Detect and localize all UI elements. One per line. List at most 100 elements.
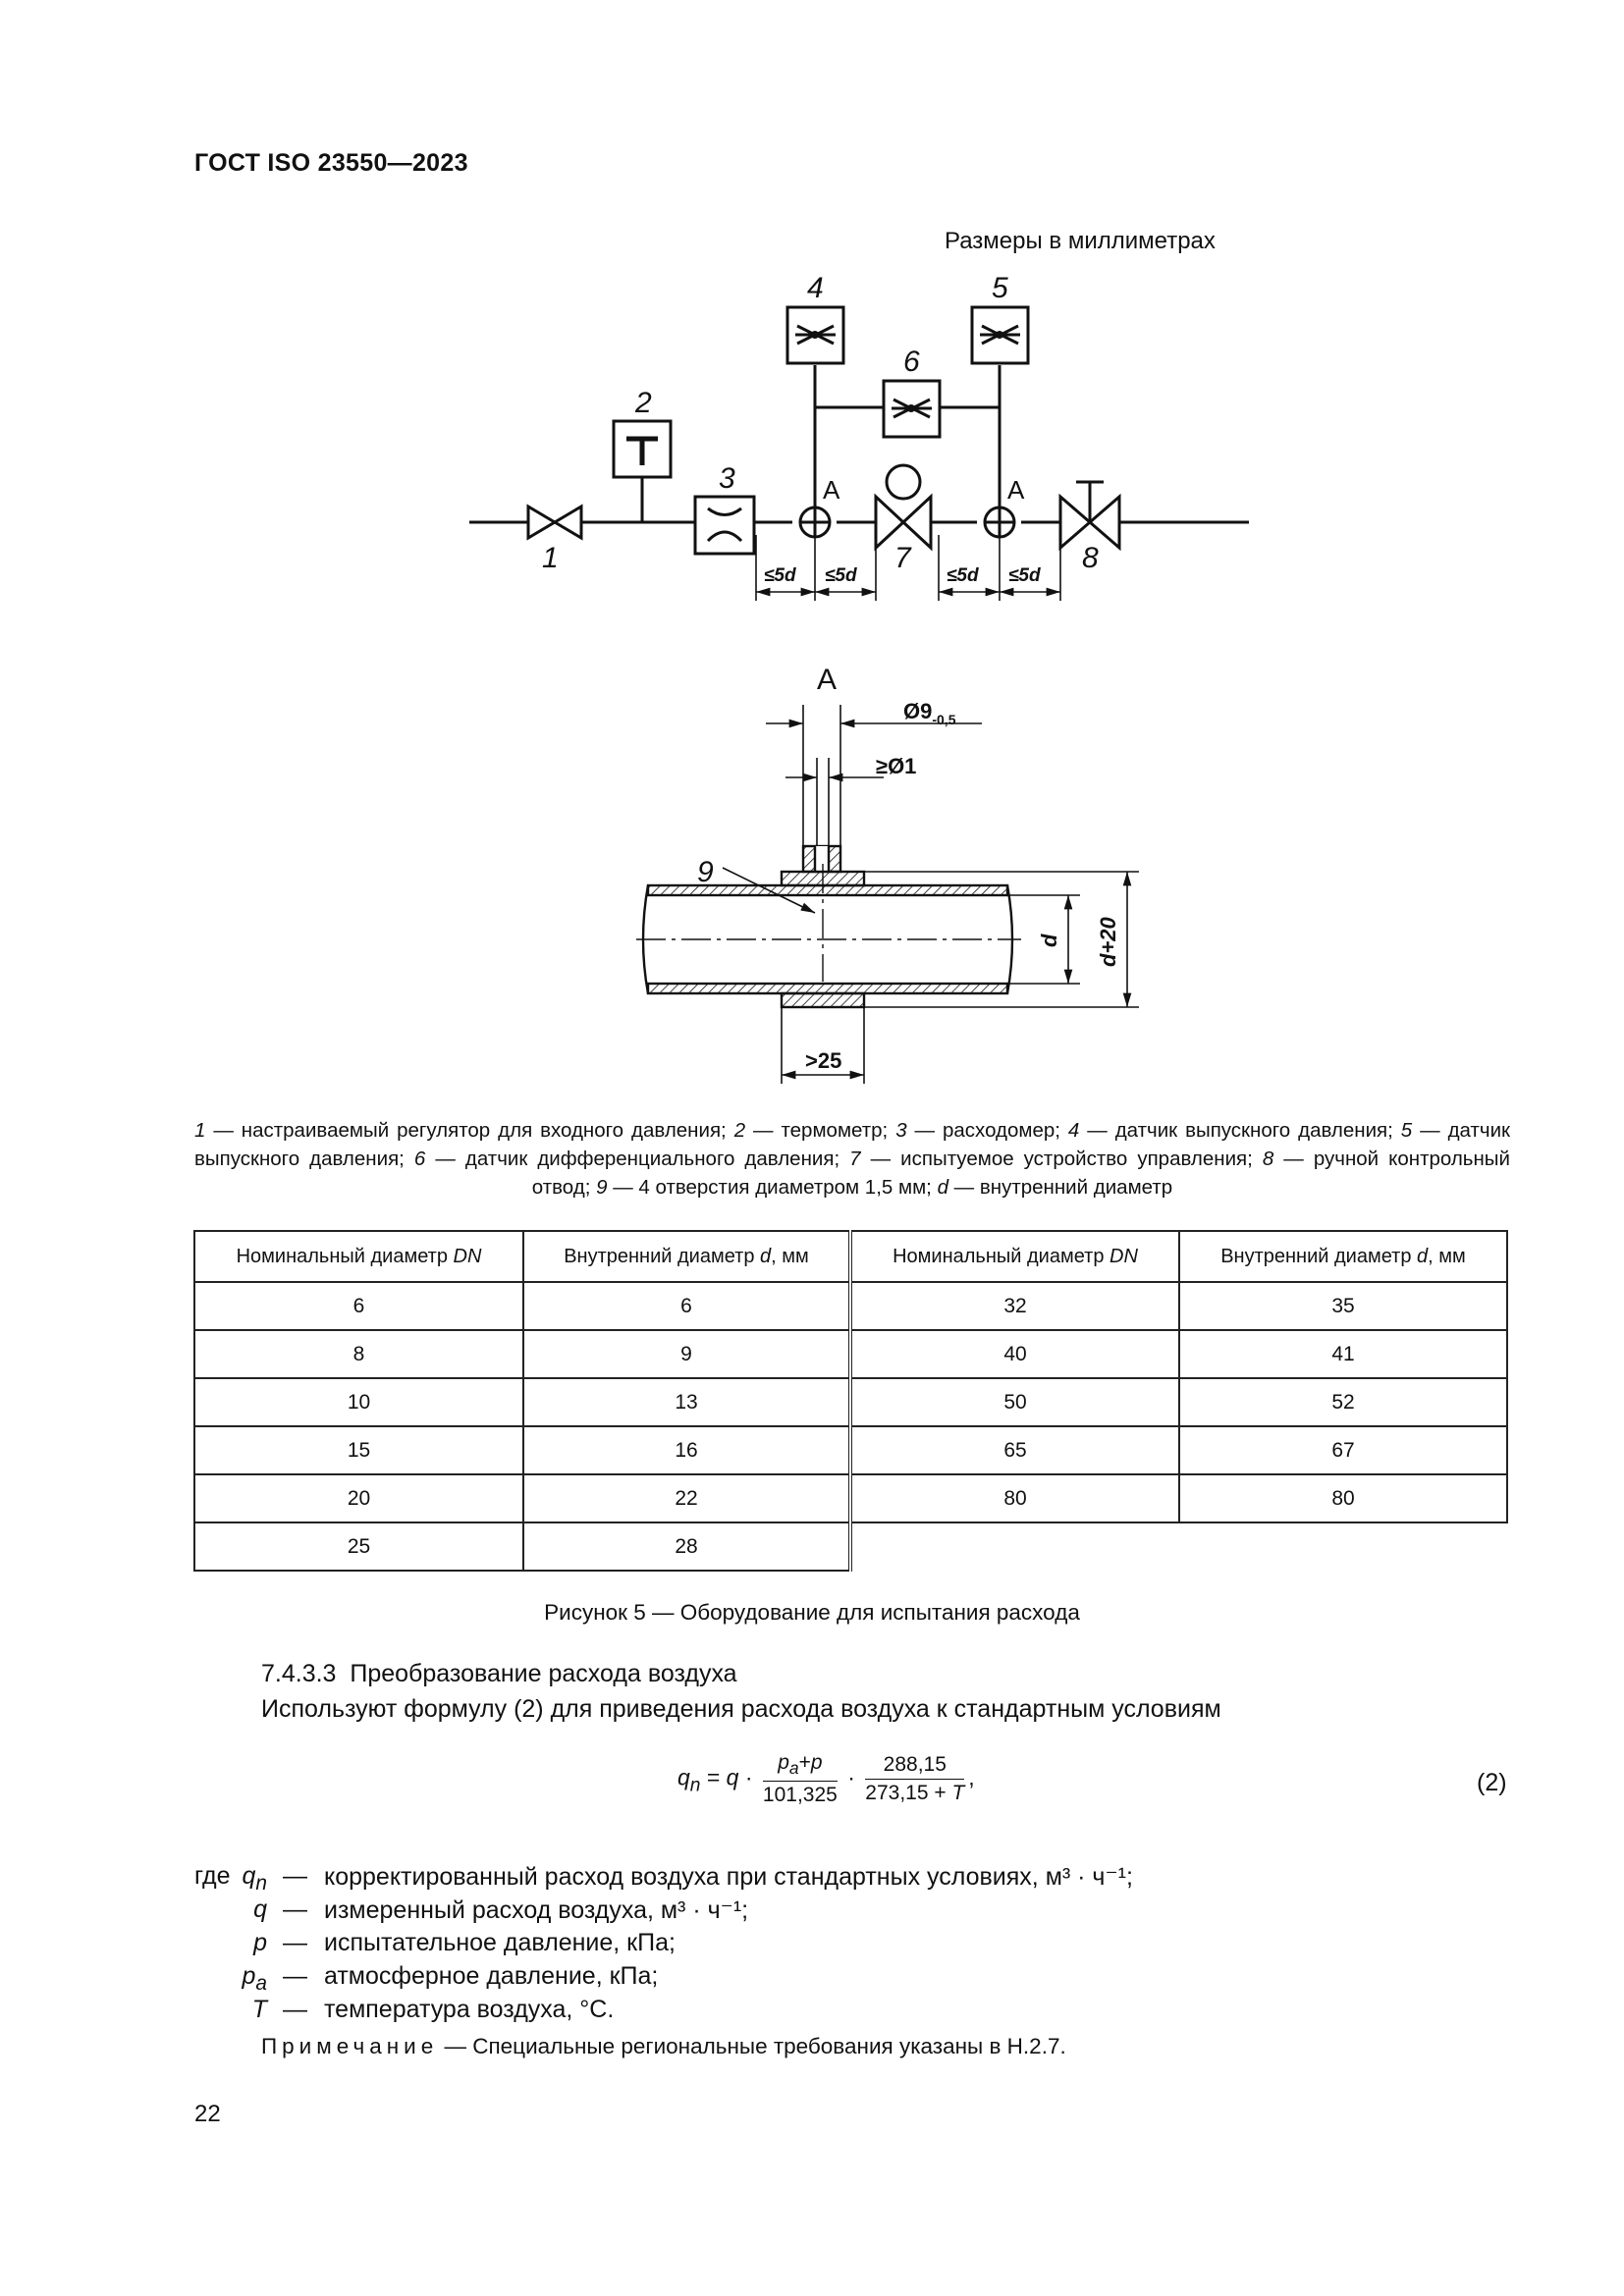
definition-dash: — (283, 1896, 307, 1923)
table-cell: 35 (1178, 1281, 1508, 1331)
variable-definitions: где qn — корректированный расход воздуха… (0, 1860, 1624, 2023)
table-cell: 8 (193, 1329, 524, 1379)
where-label: где (194, 1862, 231, 1890)
note: Примечание — Специальные региональные тр… (261, 2034, 1066, 2059)
legend-text: — термометр; (745, 1119, 896, 1142)
legend-text: — расходомер; (906, 1119, 1068, 1142)
definition-text: испытательное давление, кПа; (324, 1929, 676, 1956)
definition-dash: — (283, 1929, 307, 1956)
table-empty-cell (1179, 1522, 1507, 1571)
table-cell: 6 (193, 1281, 524, 1331)
legend-key: 8 (1262, 1148, 1274, 1170)
dim-5d-2: ≤5d (825, 565, 857, 586)
definition-dash: — (283, 1996, 307, 2023)
table-cell: 28 (522, 1522, 852, 1572)
table-cell: 32 (849, 1281, 1180, 1331)
callout-7: 7 (894, 542, 912, 574)
section-intro: Используют формулу (2) для приведения ра… (261, 1695, 1221, 1723)
callout-4: 4 (807, 272, 824, 304)
test-equipment-diagram: 1 2 3 4 5 6 7 8 A A ≤5d ≤5d ≤5d ≤5d A (469, 272, 1249, 1084)
legend-key: d (937, 1176, 948, 1199)
definition-symbol: p (253, 1929, 267, 1956)
table-row: 8 9 40 41 (193, 1329, 1508, 1379)
dim-5d-3: ≤5d (947, 565, 979, 586)
table-row: 20 22 80 80 (193, 1473, 1508, 1523)
legend-text: — внутренний диаметр (947, 1176, 1173, 1199)
table-cell: 41 (1178, 1329, 1508, 1379)
table-cell: 25 (193, 1522, 524, 1572)
section-heading: 7.4.3.3 Преобразование расхода воздуха (261, 1660, 737, 1688)
table-cell: 50 (849, 1377, 1180, 1427)
table-cell: 6 (522, 1281, 852, 1331)
callout-5: 5 (992, 272, 1008, 304)
tap-label-right: A (1007, 475, 1025, 505)
document-header: ГОСТ ISO 23550—2023 (194, 149, 468, 177)
callout-6: 6 (903, 346, 920, 378)
legend-text: — датчик выпускного давления; (194, 1119, 1510, 1170)
legend-key: 7 (849, 1148, 861, 1170)
definition-symbol: qn (242, 1862, 268, 1895)
table-cell: 15 (193, 1425, 524, 1475)
table-empty-cell (850, 1522, 1179, 1571)
dim-hole-diameter: ≥Ø1 (876, 754, 916, 778)
figure-caption: Рисунок 5 — Оборудование для испытания р… (544, 1600, 1080, 1625)
legend-text: — испытуемое устройство управления; (860, 1148, 1263, 1170)
table-cell: 67 (1178, 1425, 1508, 1475)
legend-key: 3 (895, 1119, 907, 1142)
callout-9: 9 (697, 856, 714, 888)
tap-label-left: A (823, 475, 840, 505)
table-header-cell: Номинальный диаметр DN (193, 1230, 524, 1283)
table-header-cell: Номинальный диаметр DN (849, 1230, 1180, 1283)
legend-key: 5 (1400, 1119, 1413, 1142)
definition-symbol: T (251, 1996, 267, 2023)
dim-length: >25 (805, 1048, 841, 1073)
definition-dash: — (283, 1962, 307, 1990)
section-title: A (817, 664, 837, 696)
definition-text: атмосферное давление, кПа; (324, 1962, 659, 1990)
legend-key: 9 (596, 1176, 608, 1199)
callout-3: 3 (719, 462, 735, 495)
figure-legend: 1 — настраиваемый регулятор для входного… (194, 1116, 1510, 1201)
dim-d-plus-20: d+20 (1096, 916, 1120, 967)
dim-5d-1: ≤5d (764, 565, 796, 586)
table-row: 15 16 65 67 (193, 1425, 1508, 1475)
definition-symbol: q (253, 1896, 267, 1923)
diameter-table: Номинальный диаметр DN Внутренний диамет… (193, 1230, 1508, 1572)
definition-text: корректированный расход воздуха при стан… (324, 1863, 1133, 1891)
table-row: 25 28 (193, 1522, 1507, 1572)
legend-text: — 4 отверстия диаметром 1,5 мм; (607, 1176, 938, 1199)
units-note: Размеры в миллиметрах (945, 228, 1216, 254)
table-cell: 16 (522, 1425, 852, 1475)
table-header-row: Номинальный диаметр DN Внутренний диамет… (193, 1230, 1508, 1283)
note-label: Примечание (261, 2034, 439, 2058)
callout-8: 8 (1082, 542, 1099, 574)
definition-text: температура воздуха, °С. (324, 1996, 615, 2023)
table-cell: 40 (849, 1329, 1180, 1379)
section-number: 7.4.3.3 (261, 1660, 337, 1687)
definition-symbol: pa (242, 1962, 268, 1995)
note-text: — Специальные региональные требования ук… (438, 2034, 1066, 2058)
section-title: Преобразование расхода воздуха (350, 1660, 737, 1687)
table-cell: 22 (522, 1473, 852, 1523)
table-cell: 65 (849, 1425, 1180, 1475)
legend-key: 4 (1067, 1119, 1080, 1142)
legend-key: 1 (194, 1119, 206, 1142)
table-header-cell: Внутренний диаметр d, мм (522, 1230, 852, 1283)
definition-text: измеренный расход воздуха, м³ · ч⁻¹; (324, 1896, 749, 1924)
page-number: 22 (194, 2101, 221, 2127)
callout-1: 1 (542, 542, 559, 574)
table-cell: 10 (193, 1377, 524, 1427)
dim-outer-diameter: Ø9-0,5 (903, 699, 956, 727)
legend-text: — настраиваемый регулятор для входного д… (205, 1119, 734, 1142)
legend-key: 2 (733, 1119, 746, 1142)
table-cell: 9 (522, 1329, 852, 1379)
table-row: 6 6 32 35 (193, 1281, 1508, 1331)
legend-text: — датчик выпускного давления; (1079, 1119, 1401, 1142)
dim-d: d (1037, 934, 1061, 947)
legend-key: 6 (413, 1148, 426, 1170)
definition-dash: — (283, 1862, 307, 1890)
table-cell: 52 (1178, 1377, 1508, 1427)
dim-5d-4: ≤5d (1008, 565, 1041, 586)
table-cell: 20 (193, 1473, 524, 1523)
